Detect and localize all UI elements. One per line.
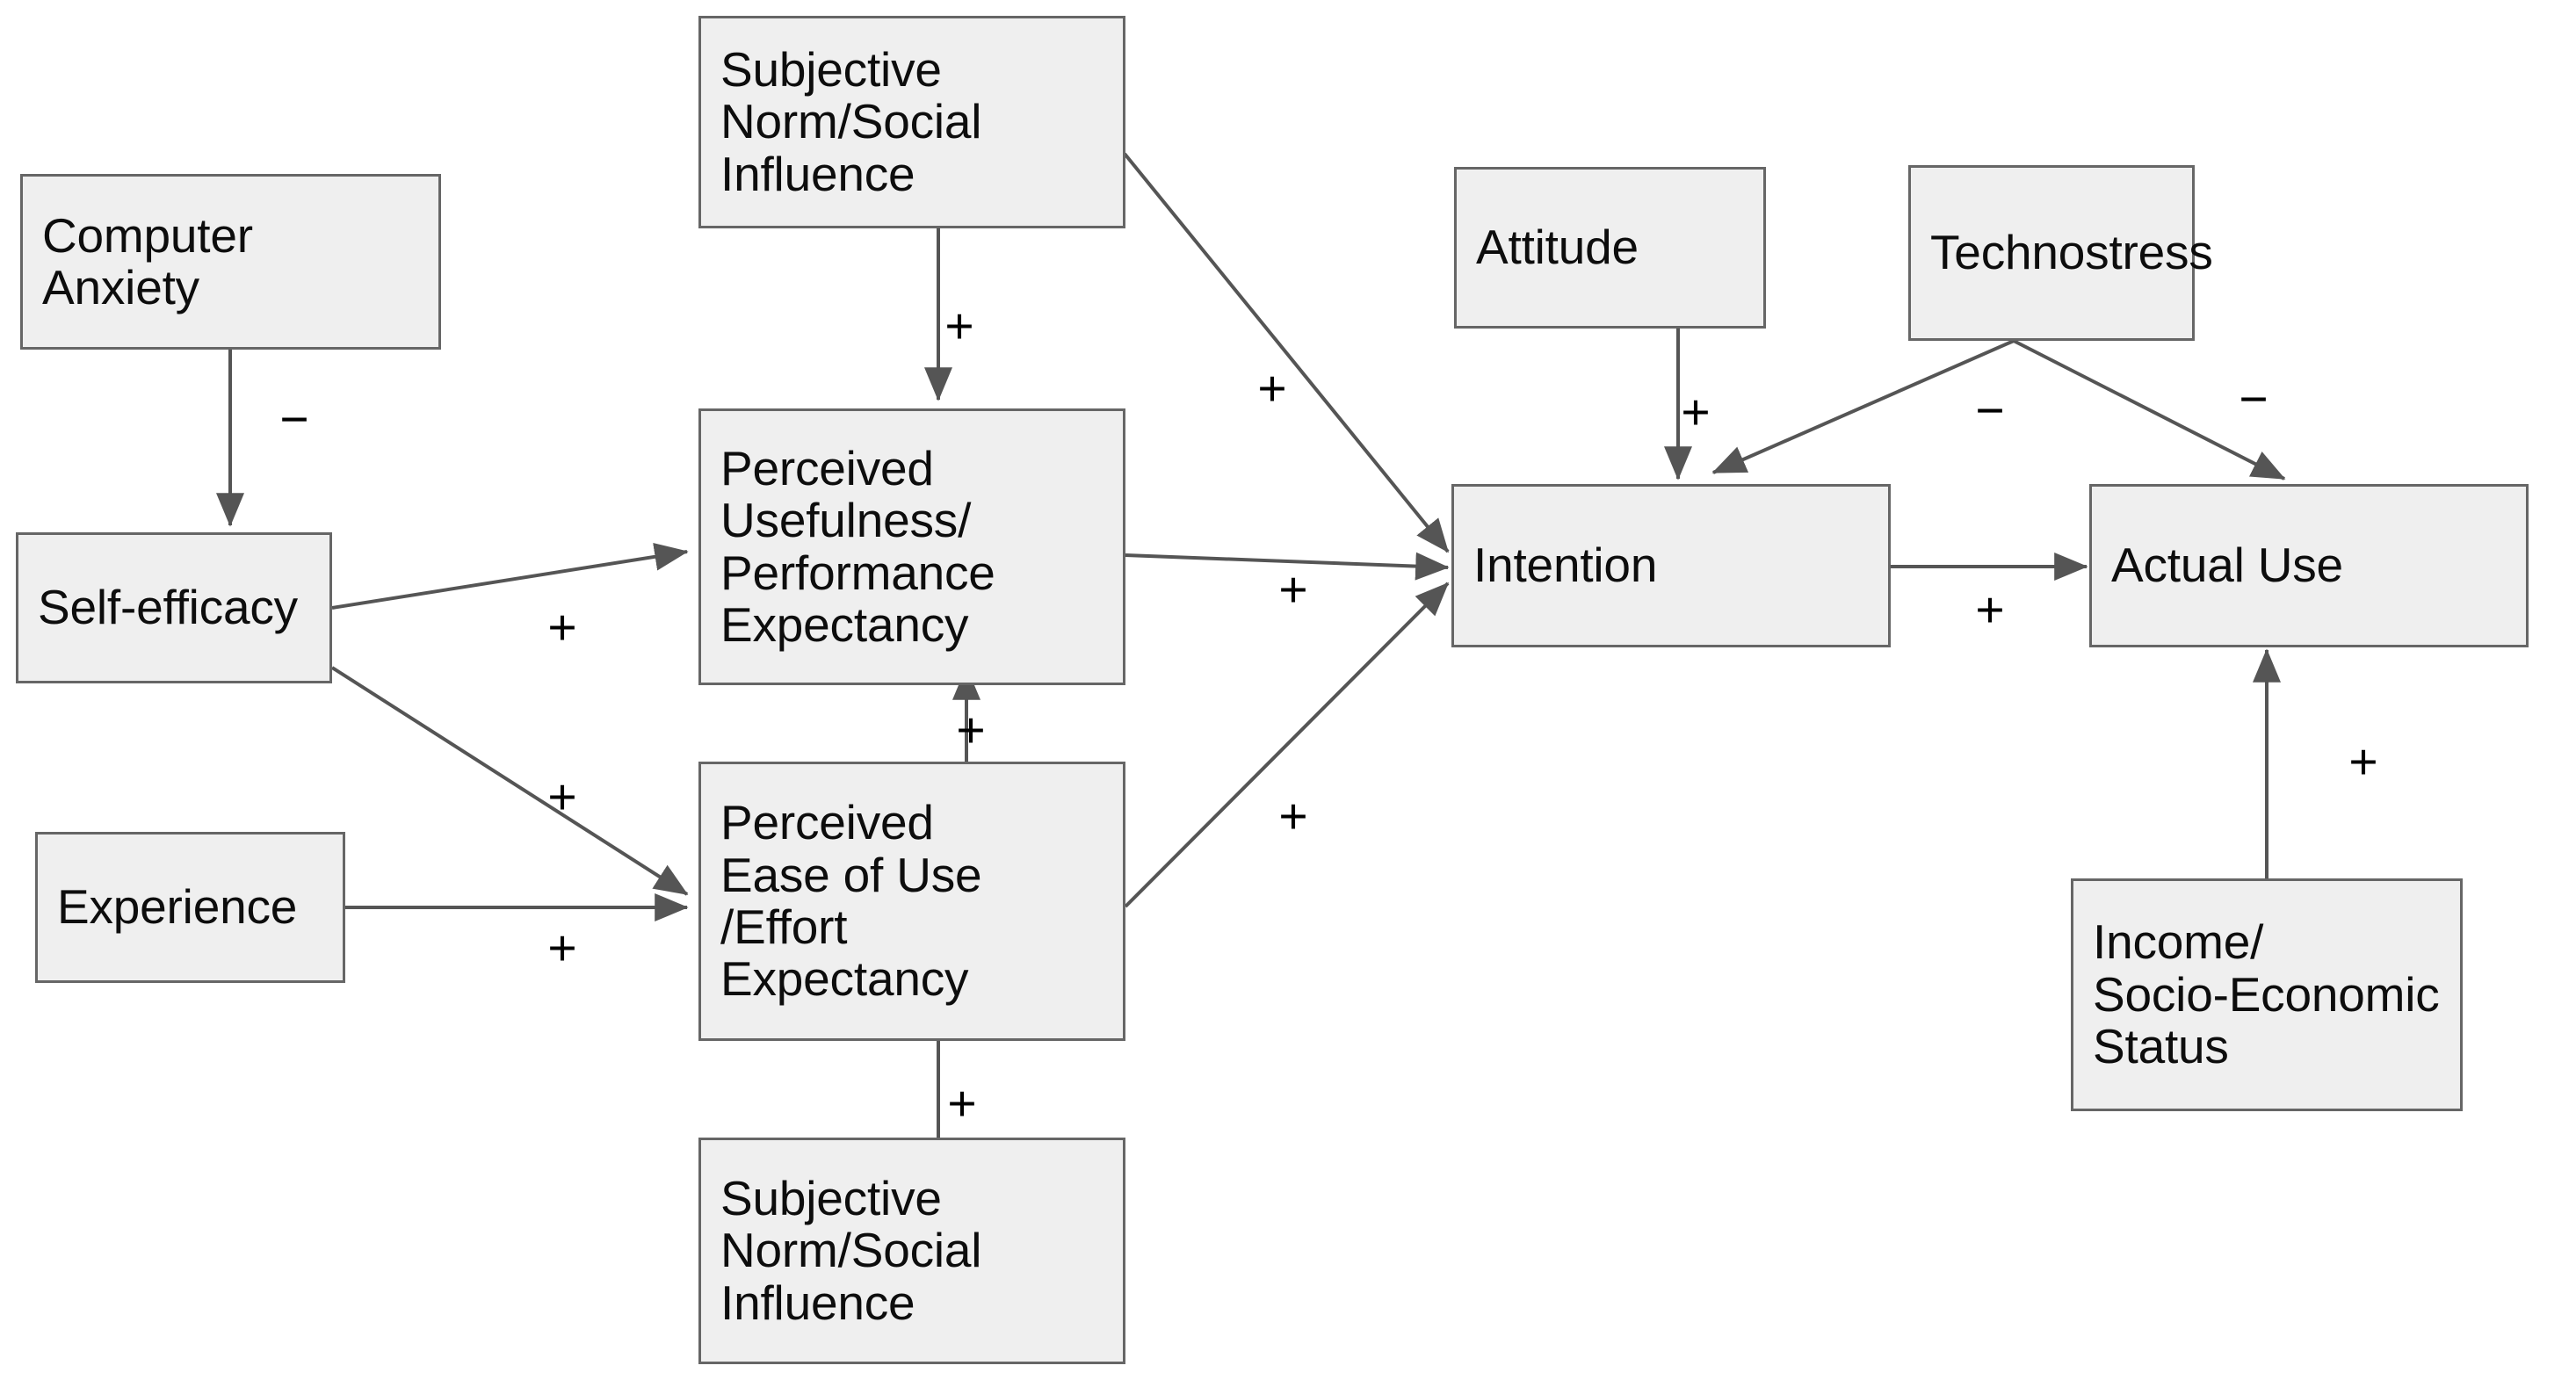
node-label: Subjective Norm/Social Influence <box>720 1170 982 1330</box>
node-label: Computer Anxiety <box>42 207 253 314</box>
node-technostress[interactable]: Technostress <box>1908 165 2213 341</box>
node-income-ses[interactable]: Income/ Socio-Economic Status <box>2071 878 2463 1111</box>
node-self-efficacy[interactable]: Self-efficacy <box>16 532 332 683</box>
node-perceived-ease-of-use[interactable]: Perceived Ease of Use /Effort Expectancy <box>698 762 1125 1041</box>
edge-technostress-to-intention <box>1711 339 2015 474</box>
node-computer-anxiety[interactable]: Computer Anxiety <box>20 174 441 350</box>
edge-selfefficacy-to-pu <box>331 542 689 610</box>
edge-sign-income-to-actualuse: + <box>2348 733 2378 791</box>
node-label: Perceived Usefulness/ Performance Expect… <box>720 440 995 652</box>
node-attitude[interactable]: Attitude <box>1454 167 1766 329</box>
edge-sign-technostress-to-intention: − <box>1975 382 2005 439</box>
edge-sign-sntop-to-intention: + <box>1257 360 1287 417</box>
node-label: Perceived Ease of Use /Effort Expectancy <box>720 795 982 1007</box>
node-label: Attitude <box>1476 220 1639 275</box>
node-label: Subjective Norm/Social Influence <box>720 41 982 201</box>
node-label: Income/ Socio-Economic Status <box>2093 914 2440 1074</box>
edge-sign-pu-to-intention: + <box>1278 561 1308 618</box>
edge-sign-experience-to-peou: + <box>547 920 577 977</box>
edge-sign-intention-to-actualuse: + <box>1975 582 2005 639</box>
edge-peou-to-intention <box>1124 582 1450 908</box>
node-experience[interactable]: Experience <box>35 832 345 983</box>
node-perceived-usefulness[interactable]: Perceived Usefulness/ Performance Expect… <box>698 408 1125 685</box>
node-subjective-norm-top[interactable]: Subjective Norm/Social Influence <box>698 16 1125 228</box>
edge-sntop-to-intention <box>1123 152 1450 553</box>
node-label: Self-efficacy <box>38 580 298 635</box>
edge-sign-selfefficacy-to-pu: + <box>547 599 577 656</box>
node-actual-use[interactable]: Actual Use <box>2089 484 2529 647</box>
edge-sign-attitude-to-intention: + <box>1681 384 1711 441</box>
edge-sign-selfefficacy-to-peou: + <box>547 769 577 826</box>
edge-selfefficacy-to-peou <box>330 666 689 896</box>
edge-sign-peou-to-intention: + <box>1278 788 1308 845</box>
edge-sign-anxiety-to-selfefficacy: − <box>279 391 309 448</box>
node-label: Experience <box>57 879 298 935</box>
node-subjective-norm-bottom[interactable]: Subjective Norm/Social Influence <box>698 1138 1125 1364</box>
edge-sign-sntop-to-pu: + <box>944 298 974 355</box>
node-label: Actual Use <box>2111 538 2343 593</box>
edge-sign-peou-to-pu: + <box>956 702 986 759</box>
node-label: Intention <box>1473 538 1658 593</box>
edge-sign-technostress-to-actualuse: − <box>2239 371 2268 428</box>
node-intention[interactable]: Intention <box>1451 484 1891 647</box>
edge-sign-snbottom-to-peou: + <box>947 1075 977 1132</box>
node-label: Technostress <box>1930 225 2213 280</box>
